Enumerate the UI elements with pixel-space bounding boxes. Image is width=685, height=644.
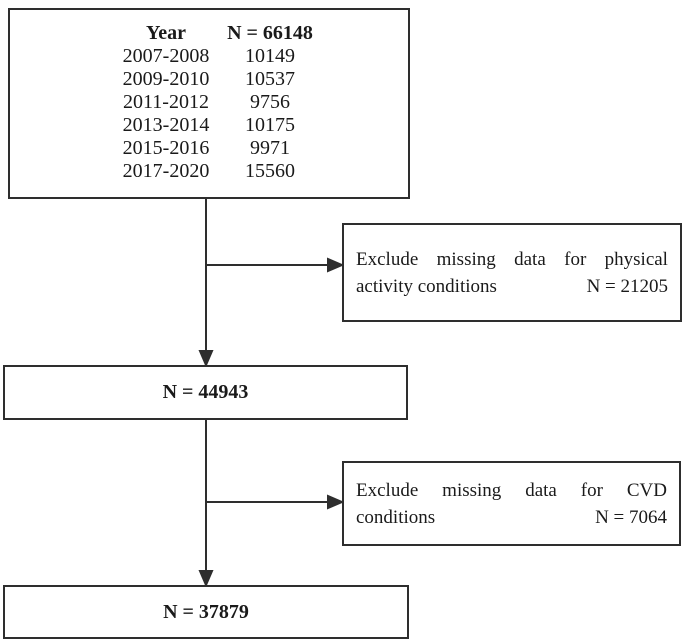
exclusion-box-physical-activity: Exclude missing data for physical activi…: [342, 223, 682, 322]
exclusion-line-1: Exclude missing data for physical: [356, 246, 668, 273]
word: CVD: [626, 479, 667, 501]
sample-size-label: N = 37879: [163, 600, 249, 623]
word: Exclude: [356, 248, 419, 270]
word: data: [514, 248, 546, 270]
year-cell: 2009-2010: [122, 68, 210, 90]
exclusion-line-1: Exclude missing data for CVD: [356, 477, 667, 504]
word: for: [580, 479, 603, 501]
table-row: 2013-2014 10175: [110, 114, 408, 137]
arrowhead-right-icon: [327, 257, 345, 273]
year-cell: 2011-2012: [123, 91, 209, 113]
exclusion-line-2: activity conditions N = 21205: [356, 273, 668, 300]
exclusion-label: activity conditions: [356, 275, 497, 297]
year-column-header: Year: [146, 22, 186, 44]
enrollment-table: Year N = 66148 2007-2008 10149 2009-2010…: [110, 22, 408, 183]
total-n-header: N = 66148: [227, 22, 313, 44]
exclusion-count: N = 21205: [586, 275, 668, 297]
enrollment-box: Year N = 66148 2007-2008 10149 2009-2010…: [8, 8, 410, 199]
word: missing: [442, 479, 502, 501]
n-cell: 10149: [245, 45, 295, 67]
word: physical: [604, 248, 668, 270]
word: for: [564, 248, 587, 270]
table-row: 2015-2016 9971: [110, 137, 408, 160]
arrowhead-down-icon: [198, 570, 214, 588]
table-row: 2011-2012 9756: [110, 91, 408, 114]
word: Exclude: [356, 479, 419, 501]
year-cell: 2017-2020: [122, 160, 210, 182]
final-sample-box: N = 37879: [3, 585, 409, 639]
exclusion-count: N = 7064: [595, 506, 667, 528]
table-row: 2007-2008 10149: [110, 45, 408, 68]
n-cell: 9756: [250, 91, 290, 113]
table-row: 2017-2020 15560: [110, 160, 408, 183]
sample-size-label: N = 44943: [162, 381, 249, 403]
year-cell: 2013-2014: [122, 114, 210, 136]
arrowhead-right-icon: [327, 494, 345, 510]
table-row: 2009-2010 10537: [110, 68, 408, 91]
exclusion-box-cvd: Exclude missing data for CVD conditions …: [342, 461, 681, 546]
exclusion-line-2: conditions N = 7064: [356, 504, 667, 531]
year-cell: 2015-2016: [122, 137, 210, 159]
n-cell: 10537: [245, 68, 295, 90]
year-cell: 2007-2008: [122, 45, 210, 67]
arrowhead-down-icon: [198, 350, 214, 368]
n-cell: 10175: [245, 114, 295, 136]
n-cell: 15560: [245, 160, 295, 182]
n-cell: 9971: [250, 137, 290, 159]
sample-box-after-physical-activity: N = 44943: [3, 365, 408, 420]
word: data: [525, 479, 557, 501]
word: missing: [436, 248, 496, 270]
exclusion-label: conditions: [356, 506, 436, 528]
table-header-row: Year N = 66148: [110, 22, 408, 45]
